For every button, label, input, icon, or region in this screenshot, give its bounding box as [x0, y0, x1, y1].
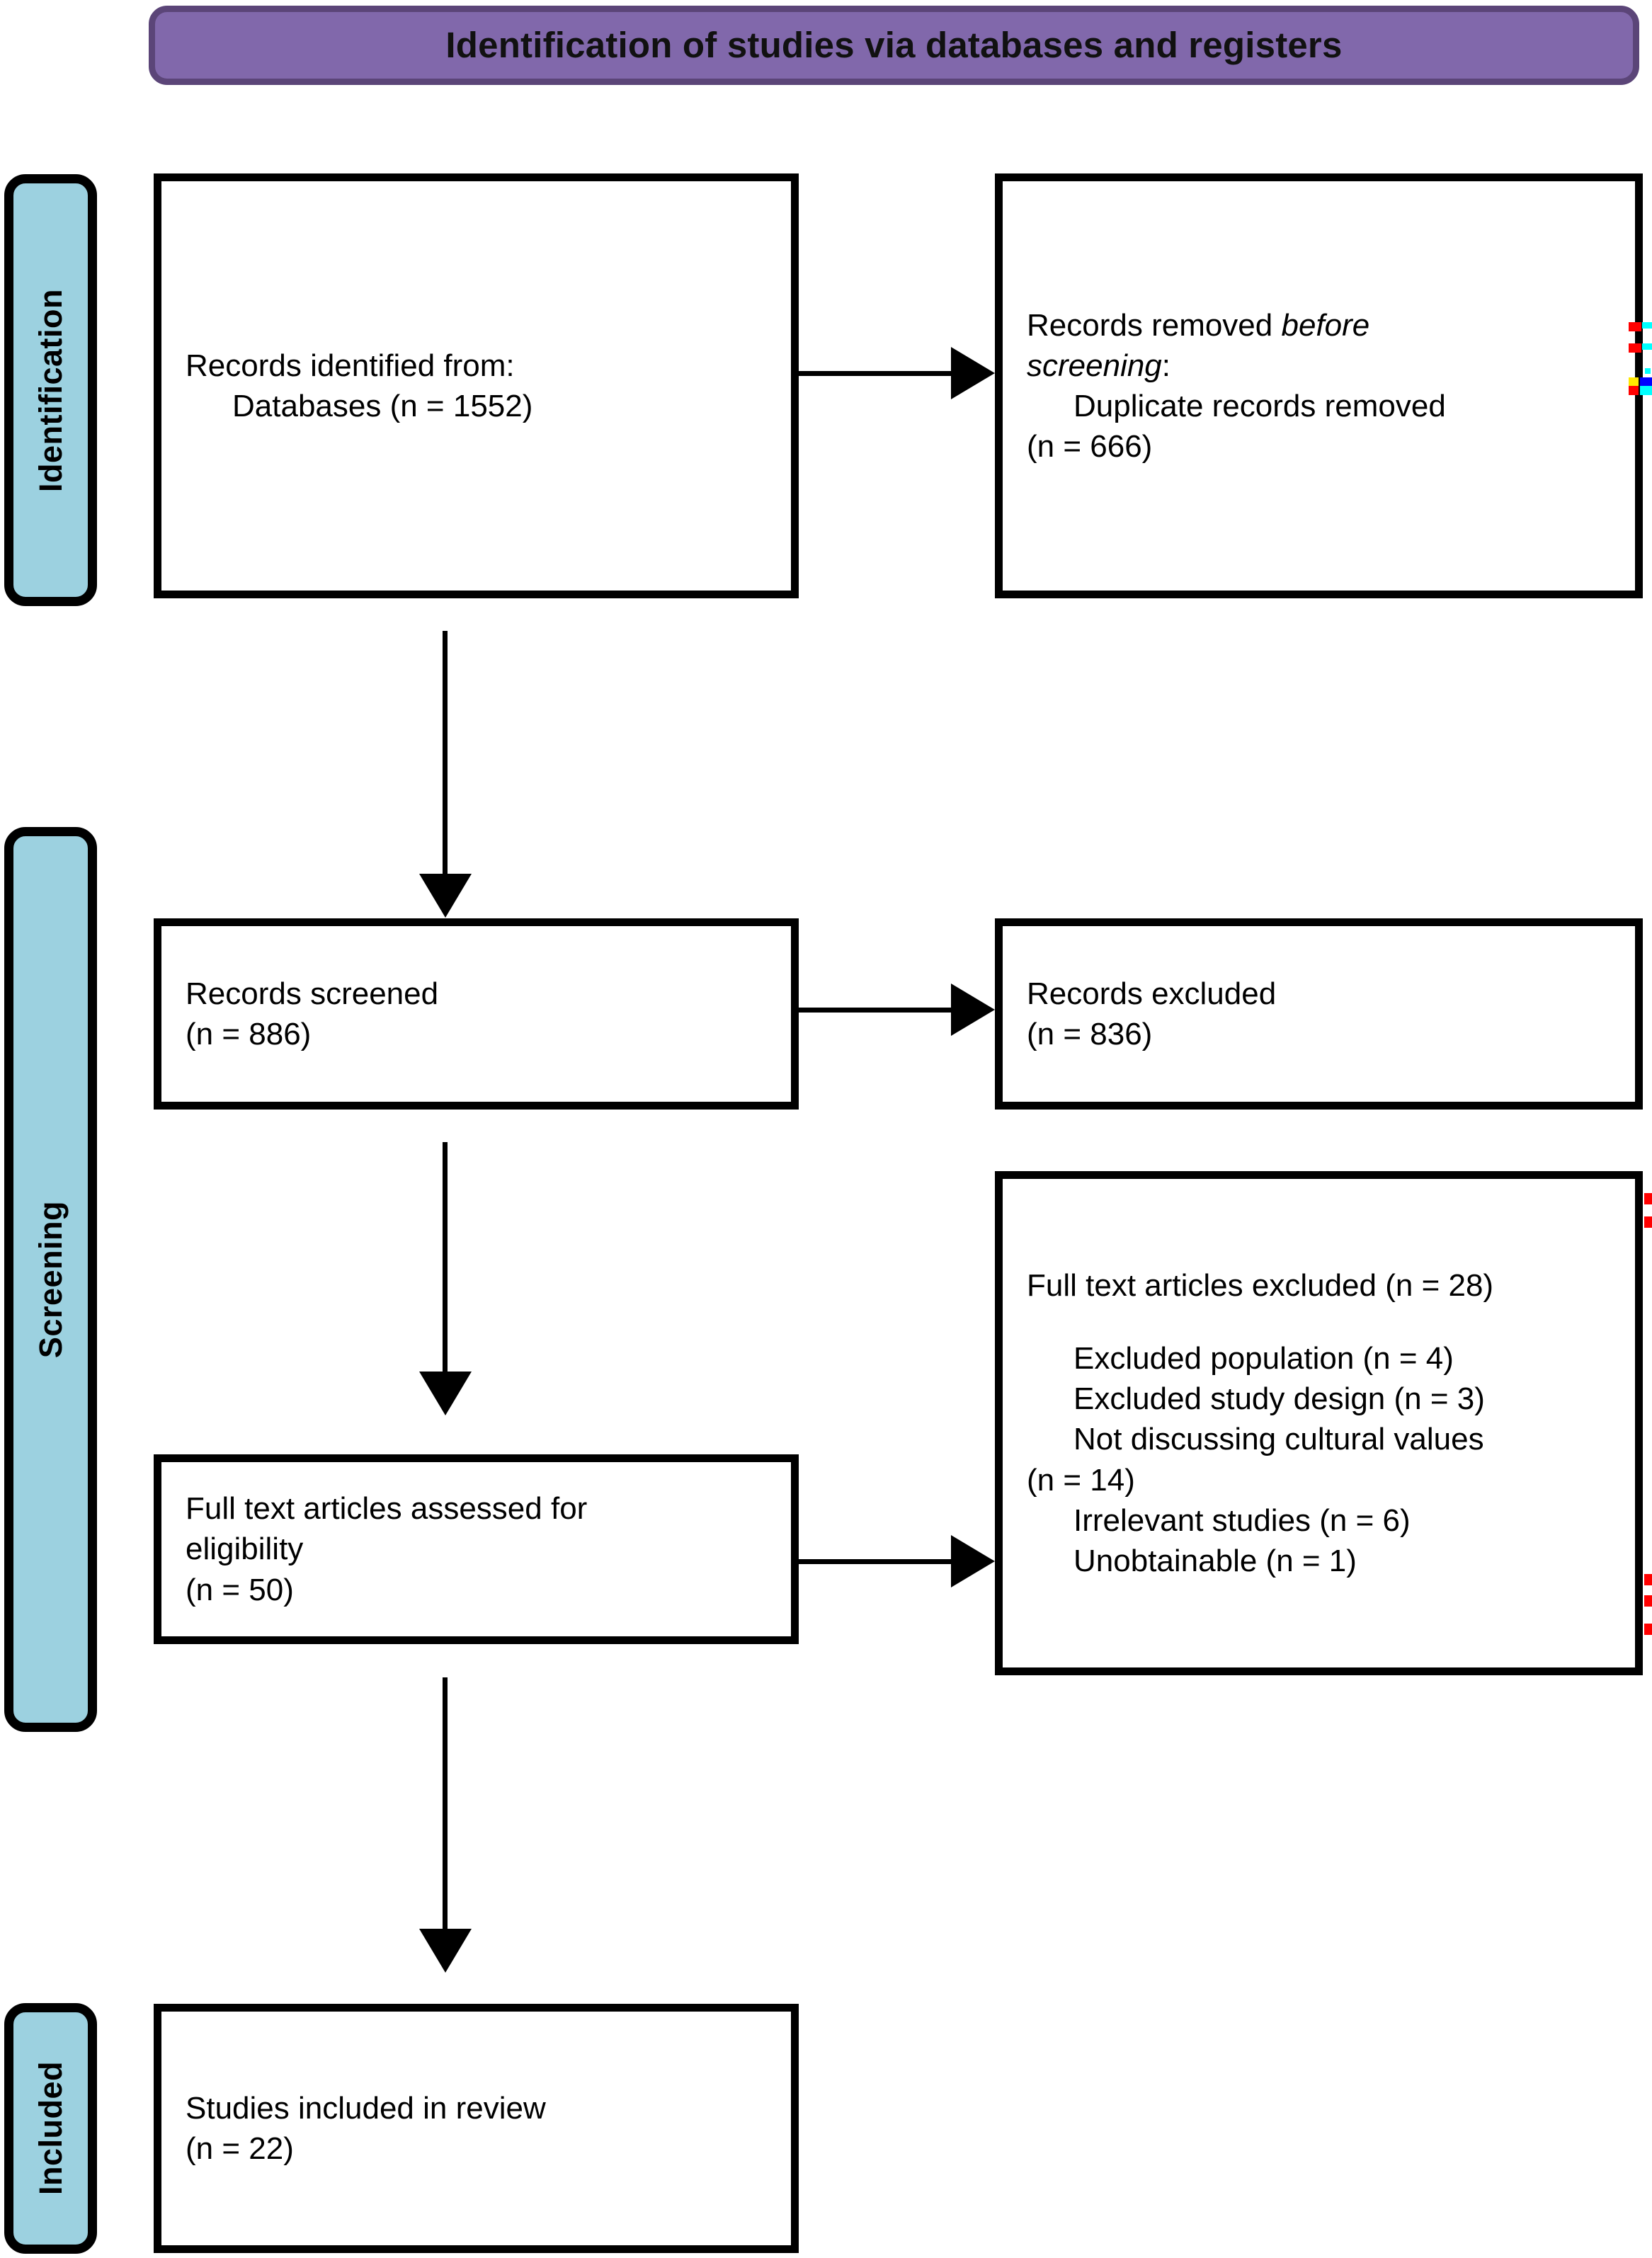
arrow-screened-to-assessed-line: [443, 1142, 448, 1372]
records-removed-text-a: Records removed: [1027, 307, 1282, 343]
arrow-identified-to-removed-line: [799, 371, 951, 376]
annotation-marker-red-6: [1644, 1574, 1652, 1585]
annotation-marker-red-1: [1629, 322, 1641, 331]
annotation-marker-yellow-1: [1629, 377, 1639, 386]
fulltext-excluded-reason-1: Excluded population (n = 4): [1073, 1341, 1454, 1376]
fulltext-assessed-line-2: eligibility: [186, 1532, 304, 1567]
fulltext-excluded-heading: Full text articles excluded (n = 28): [1027, 1267, 1494, 1303]
box-fulltext-assessed: Full text articles assessed for eligibil…: [154, 1454, 799, 1644]
box-records-identified: Records identified from: Databases (n = …: [154, 173, 799, 598]
records-identified-line-1: Records identified from:: [186, 348, 515, 383]
annotation-marker-cyan-1: [1642, 322, 1652, 329]
stage-label-screening: Screening: [4, 827, 97, 1732]
records-removed-line-2: screening:: [1027, 346, 1611, 386]
diagram-header-banner: Identification of studies via databases …: [149, 6, 1639, 85]
annotation-marker-red-8: [1644, 1624, 1652, 1635]
fulltext-excluded-reason-3-count: (n = 14): [1027, 1462, 1135, 1498]
box-records-excluded: Records excluded (n = 836): [995, 918, 1643, 1110]
arrow-identified-to-screened-line: [443, 631, 448, 874]
fulltext-assessed-line-3: (n = 50): [186, 1572, 294, 1607]
studies-included-line-2: (n = 22): [186, 2131, 294, 2166]
annotation-marker-cyan-2: [1642, 343, 1652, 350]
arrow-assessed-to-included-head: [419, 1929, 472, 1973]
fulltext-excluded-reason-4: Irrelevant studies (n = 6): [1073, 1503, 1411, 1538]
diagram-title: Identification of studies via databases …: [445, 24, 1343, 65]
annotation-marker-cyan-4: [1640, 386, 1652, 395]
records-removed-line-1: Records removed before: [1027, 305, 1611, 346]
arrow-assessed-to-fulltext-excluded-head: [951, 1535, 995, 1587]
annotation-marker-red-5: [1644, 1216, 1652, 1228]
fulltext-excluded-reason-3: Not discussing cultural values: [1073, 1422, 1484, 1457]
fulltext-assessed-line-1: Full text articles assessed for: [186, 1491, 588, 1527]
arrow-identified-to-screened-head: [419, 874, 472, 918]
arrow-identified-to-removed-head: [951, 347, 995, 399]
fulltext-excluded-spacer: [1027, 1306, 1611, 1338]
fulltext-excluded-reason-2: Excluded study design (n = 3): [1073, 1381, 1485, 1417]
arrow-screened-to-assessed-head: [419, 1372, 472, 1415]
records-screened-line-1: Records screened: [186, 976, 439, 1011]
records-screened-line-2: (n = 886): [186, 1017, 312, 1051]
annotation-marker-blue-1: [1640, 377, 1652, 386]
fulltext-excluded-reason-5: Unobtainable (n = 1): [1073, 1543, 1357, 1578]
box-fulltext-excluded: Full text articles excluded (n = 28) Exc…: [995, 1171, 1643, 1675]
annotation-marker-cyan-3: [1645, 368, 1651, 374]
arrow-screened-to-excluded-head: [951, 983, 995, 1036]
stage-label-identification: Identification: [4, 174, 97, 606]
records-excluded-line-2: (n = 836): [1027, 1017, 1153, 1051]
box-records-screened: Records screened (n = 886): [154, 918, 799, 1110]
stage-label-screening-text: Screening: [32, 1200, 69, 1359]
arrow-assessed-to-included-line: [443, 1677, 448, 1929]
annotation-marker-red-2: [1629, 343, 1641, 353]
stage-label-included: Included: [4, 2003, 97, 2254]
box-records-removed: Records removed before screening: Duplic…: [995, 173, 1643, 598]
records-removed-colon: :: [1161, 348, 1171, 383]
arrow-screened-to-excluded-line: [799, 1008, 951, 1013]
records-removed-line-3: Duplicate records removed: [1073, 389, 1446, 423]
annotation-marker-red-3: [1629, 386, 1639, 395]
stage-label-identification-text: Identification: [32, 288, 69, 492]
stage-label-included-text: Included: [32, 2061, 69, 2196]
records-removed-emphasis-screening: screening: [1027, 348, 1162, 383]
annotation-marker-red-4: [1644, 1193, 1652, 1204]
records-removed-line-4: (n = 666): [1027, 429, 1153, 464]
records-excluded-line-1: Records excluded: [1027, 976, 1277, 1011]
box-studies-included: Studies included in review (n = 22): [154, 2004, 799, 2253]
records-removed-emphasis-before: before: [1281, 307, 1370, 343]
records-identified-line-2: Databases (n = 1552): [232, 389, 533, 423]
arrow-assessed-to-fulltext-excluded-line: [799, 1559, 951, 1564]
studies-included-line-1: Studies included in review: [186, 2090, 546, 2126]
annotation-marker-red-7: [1644, 1595, 1652, 1607]
